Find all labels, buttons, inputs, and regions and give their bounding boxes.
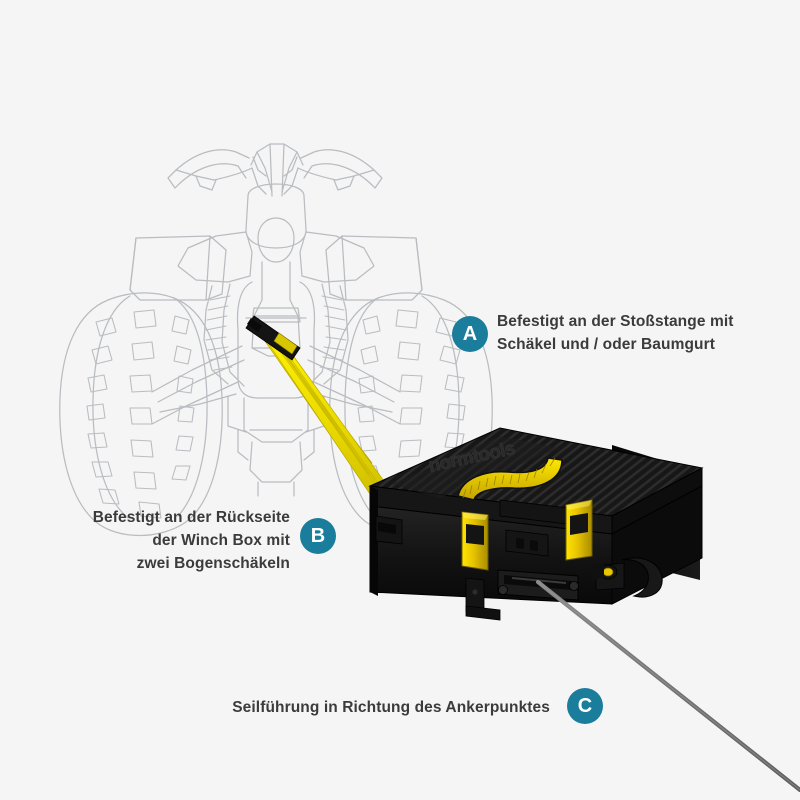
latch-right (565, 499, 593, 561)
atv-wheel-right (329, 292, 493, 537)
callout-badge-b[interactable]: B (300, 518, 336, 554)
d-ring-shackle (592, 557, 663, 598)
callout-badge-c[interactable]: C (567, 688, 603, 724)
yellow-tow-straps (245, 315, 393, 507)
latch-left (461, 511, 489, 571)
callout-text-b: Befestigt an der Rückseite der Winch Box… (92, 509, 290, 572)
callout-text-c: Seilführung in Richtung des Ankerpunktes (232, 699, 550, 716)
atv-wheel-left (59, 292, 223, 537)
callout-badge-a[interactable]: A (452, 316, 488, 352)
winch-box: normtools (368, 427, 704, 621)
atv-outline (59, 143, 493, 537)
box-handle (457, 457, 563, 501)
callout-text-a: Befestigt an der Stoßstange mit Schäkel … (497, 313, 734, 353)
mounting-bracket (465, 577, 501, 621)
winch-rope (535, 579, 800, 793)
